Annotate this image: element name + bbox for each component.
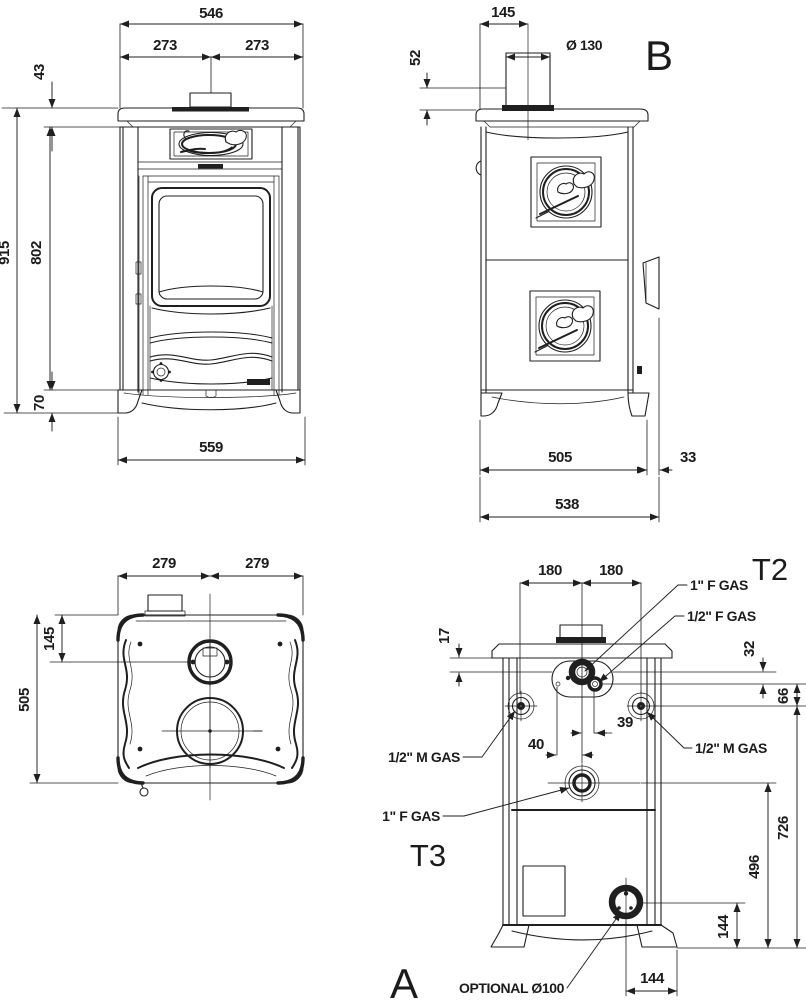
- flue-collar-base: [502, 105, 554, 111]
- rear-view: 180 180 17 32 66 726 496 144 39 40 144: [382, 552, 806, 1000]
- dim-air-intake-from-side: 144: [640, 970, 665, 987]
- rear-left-leg: [490, 924, 530, 948]
- dim-fitting-right-offset: 180: [599, 562, 623, 579]
- dim-top-plate-thickness: 43: [31, 64, 48, 80]
- gas-label-half-f: 1/2" F GAS: [687, 608, 756, 624]
- flue-collar-base: [172, 107, 249, 112]
- side-back-leg: [480, 392, 503, 417]
- label-optional-air-intake: OPTIONAL Ø100: [459, 980, 565, 996]
- door-latch-plate: [247, 379, 270, 385]
- left-wavy-side: [122, 639, 130, 769]
- front-emblem: [178, 129, 247, 157]
- gas-label-1in-f-bottom: 1" F GAS: [382, 808, 440, 824]
- dim-overall-depth: 538: [555, 496, 579, 513]
- dim-base-height: 70: [31, 395, 48, 411]
- gas-fitting-half-m-left: [504, 690, 538, 722]
- gas-fitting-1in-f-bottom: [547, 763, 641, 803]
- door-glass-frame: [151, 187, 271, 307]
- dim-m-gas-height: 726: [775, 816, 792, 840]
- flue-connector-box: [147, 594, 183, 612]
- gas-label-half-m-right: 1/2" M GAS: [695, 740, 767, 756]
- side-medallion-upper: [530, 156, 602, 228]
- dim-overall-width: 546: [199, 5, 223, 22]
- top-view-dimensions: 279 279 145 505: [16, 555, 304, 784]
- pendant-ring: [139, 787, 149, 797]
- side-view-drawing: [475, 23, 660, 417]
- dim-flue-diameter: Ø 130: [566, 37, 603, 53]
- right-wavy-side: [291, 639, 299, 769]
- side-view: 145 Ø 130 52 B 505 33 538: [407, 4, 696, 523]
- dim-half-width-left: 273: [153, 37, 177, 54]
- detail-label-t2: T2: [752, 552, 788, 587]
- dim-overall-height: 915: [0, 241, 13, 265]
- flue-stub: [559, 624, 603, 638]
- dim-half-width-left: 279: [152, 555, 176, 572]
- dim-body-height: 802: [28, 241, 45, 265]
- dim-fitting-left-offset: 180: [538, 562, 562, 579]
- dim-flue-from-back: 145: [41, 627, 58, 651]
- gas-fitting-half-f: [587, 676, 603, 692]
- dim-f-gas-height: 496: [746, 855, 763, 879]
- dim-flue-collar-height: 52: [407, 50, 424, 66]
- dim-f-gas-horizontal-offset: 39: [617, 714, 633, 731]
- view-label-a: A: [390, 960, 418, 1000]
- dim-f-gas-vertical-gap: 32: [741, 641, 758, 657]
- dim-plate-to-fitting: 17: [436, 628, 453, 644]
- view-label-b: B: [645, 32, 673, 79]
- side-view-dimensions: 145 Ø 130 52 B 505 33 538: [407, 4, 696, 523]
- door-hinge-pin: [135, 261, 142, 275]
- air-control-knob: [151, 362, 171, 382]
- corner-braces: [116, 613, 305, 785]
- top-view-drawing: [116, 593, 305, 801]
- rear-access-plate: [522, 865, 566, 917]
- front-view-drawing: [117, 92, 305, 414]
- front-right-leg: [275, 389, 301, 414]
- dim-body-depth: 505: [548, 449, 572, 466]
- side-bump: [475, 160, 482, 176]
- front-view: 546 273 273 915 43 802 70 559: [0, 5, 306, 466]
- rear-view-dimensions: 180 180 17 32 66 726 496 144 39 40 144: [382, 552, 806, 1000]
- dim-half-width-right: 273: [245, 37, 269, 54]
- door-handle-side: [642, 256, 660, 310]
- dim-half-width-right: 279: [245, 555, 269, 572]
- dim-m-gas-vertical-gap: 66: [775, 688, 792, 704]
- gas-fitting-half-m-right: [626, 690, 658, 722]
- dim-handle-projection: 33: [680, 449, 696, 466]
- front-view-dimensions: 546 273 273 915 43 802 70 559: [0, 5, 306, 466]
- side-front-leg: [627, 392, 650, 417]
- rear-right-leg: [636, 924, 678, 948]
- side-medallion-lower: [529, 290, 601, 362]
- dim-overall-depth: 505: [16, 688, 33, 712]
- rear-view-drawing: [490, 624, 678, 948]
- optional-air-intake: [608, 877, 644, 927]
- dim-base-width: 559: [199, 439, 223, 456]
- dim-pilot-horizontal-offset: 40: [528, 736, 544, 753]
- gas-label-1in-f-top: 1" F GAS: [690, 577, 748, 593]
- dim-air-intake-height: 144: [715, 914, 732, 939]
- vent-slot: [198, 164, 223, 169]
- top-view: 279 279 145 505: [16, 555, 305, 801]
- front-left-leg: [117, 389, 143, 414]
- detail-label-t3: T3: [410, 838, 446, 873]
- dim-flue-from-back: 145: [491, 4, 515, 21]
- gas-label-half-m-left: 1/2" M GAS: [388, 749, 460, 765]
- door-hinge-pin: [135, 293, 142, 305]
